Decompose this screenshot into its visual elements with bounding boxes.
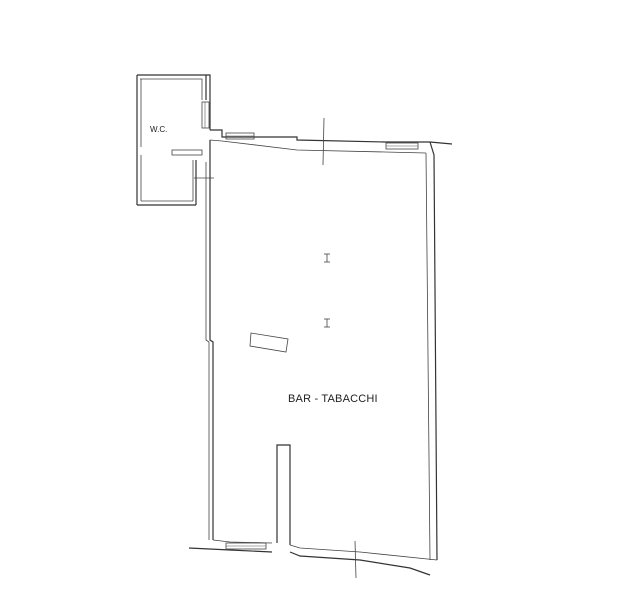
column-lower <box>324 318 330 328</box>
wc-window <box>201 101 210 129</box>
wc-room: W.C. <box>136 74 214 206</box>
main-room: BAR - TABACCHI <box>188 117 453 579</box>
column-upper <box>324 253 330 263</box>
counter <box>249 332 289 353</box>
wc-label: W.C. <box>150 125 167 134</box>
main-room-label: BAR - TABACCHI <box>288 393 378 405</box>
